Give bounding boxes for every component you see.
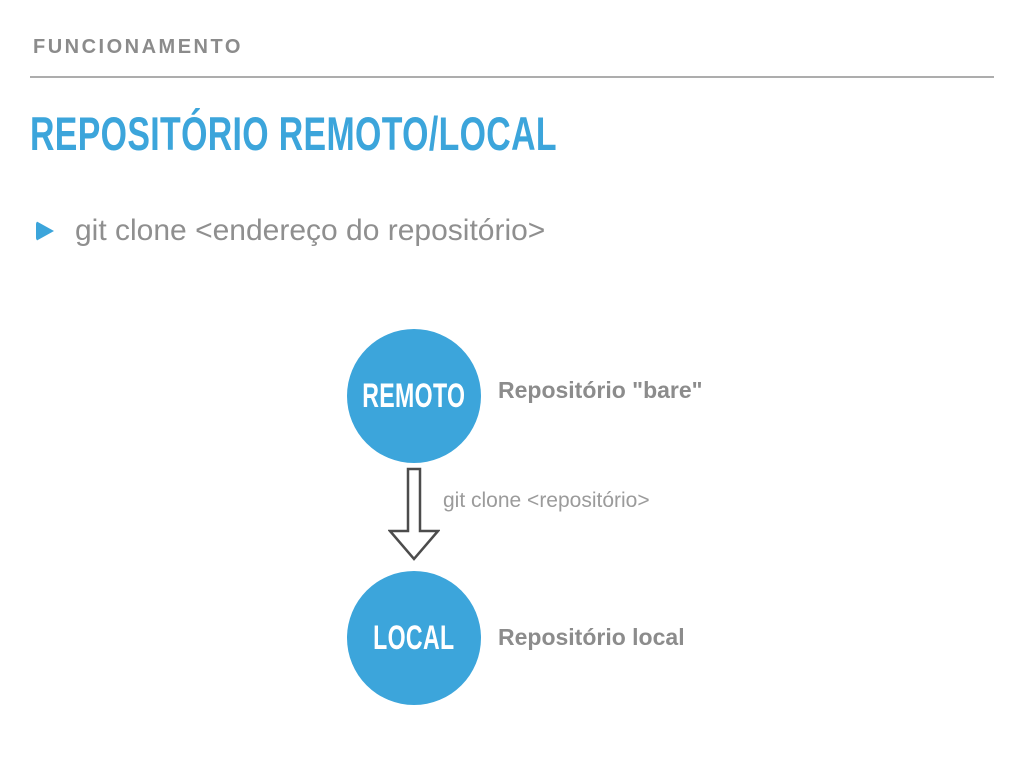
remote-node: REMOTO [347,329,481,463]
header-rule [30,76,994,78]
remote-node-label: REMOTO [362,376,466,415]
remote-side-label: Repositório "bare" [498,377,703,403]
page-title: REPOSITÓRIO REMOTO/LOCAL [30,107,557,160]
arrow-label: git clone <repositório> [443,489,650,512]
bullet-triangle-icon [36,221,54,241]
local-node: LOCAL [347,571,481,705]
header-label: FUNCIONAMENTO [33,36,243,58]
local-node-label: LOCAL [373,618,455,657]
bullet-item: git clone <endereço do repositório> [36,214,545,248]
local-side-label: Repositório local [498,624,685,650]
down-arrow-icon [388,467,440,561]
bullet-text: git clone <endereço do repositório> [75,214,546,247]
